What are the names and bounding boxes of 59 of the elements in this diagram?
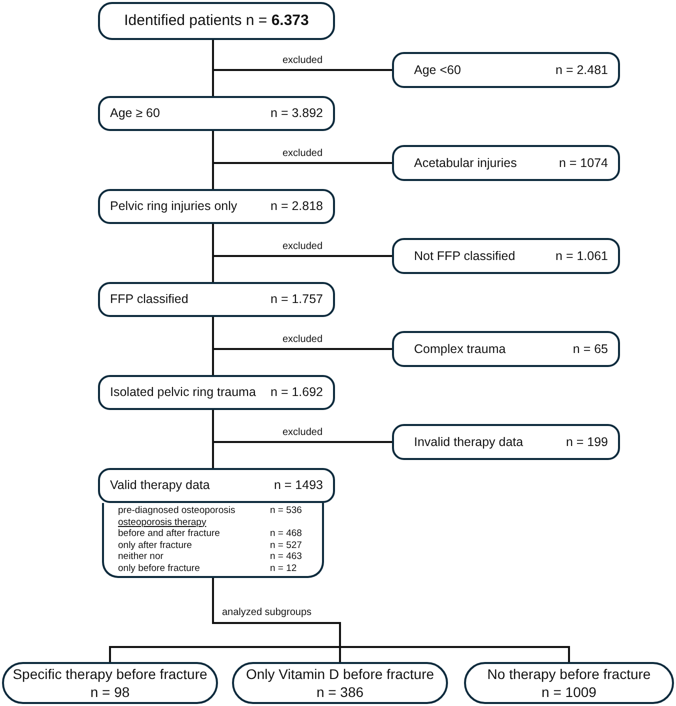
process-box [98,2,335,40]
process-box [98,96,335,131]
table-text: n = 463 [270,551,303,562]
process-box [392,238,620,274]
box-text: No therapy before fracture [487,665,651,683]
box-text: n = 1074 [558,154,608,172]
box-text: n = 2.818 [270,198,323,216]
box-text: Age <60 [413,62,461,79]
process-box [98,189,335,224]
edge-label: analyzed subgroups [221,607,313,619]
box-text: n = 1009 [542,683,596,701]
process-box [98,375,335,410]
box-text: FFP classified [110,291,188,308]
box-text: Isolated pelvic ring trauma [110,384,256,402]
box-text: n = 98 [90,683,130,701]
sub-box [102,503,324,578]
box-text: n = 3.892 [270,105,323,122]
box-text: Valid therapy data [110,477,210,494]
box-text: n = 1493 [274,477,323,494]
box-text: Specific therapy before fracture [12,665,208,683]
box-text: Invalid therapy data [413,434,524,451]
box-text: n = 2.481 [556,62,608,79]
table-text: neither nor [118,551,164,562]
process-box [392,52,620,88]
box-text: n = 386 [316,683,364,701]
connector-line [212,224,392,257]
table-text: pre-diagnosed osteoporosis [118,505,236,516]
box-text: n = 1.061 [556,248,608,265]
box-text: Only Vitamin D before fracture [246,665,434,683]
connector-line [212,410,392,443]
table-text: n = 527 [270,540,303,551]
process-box [464,662,674,704]
process-box [2,662,218,704]
box-text: Identified patients n = 6.373 [124,10,309,31]
table-text: n = 536 [270,505,303,516]
process-box [98,282,335,317]
process-box [98,468,335,503]
box-text: Acetabular injuries [413,154,517,172]
box-text: n = 1.692 [270,384,323,402]
process-box [392,145,620,181]
box-text: n = 1.757 [270,291,323,308]
box-text: Age ≥ 60 [110,105,160,122]
box-text: n = 199 [566,434,608,451]
connector-line [212,131,392,164]
box-text: Complex trauma [413,340,506,358]
table-text: before and after fracture [118,528,220,540]
table-text: only after fracture [118,540,192,551]
box-text: Not FFP classified [413,248,516,265]
connector-line [212,40,392,71]
table-text: n = 468 [270,528,303,540]
connector-line [212,317,392,350]
process-box [392,424,620,460]
box-text: Pelvic ring injuries only [110,198,238,216]
table-text: only before fracture [118,562,200,574]
process-box [392,331,620,367]
process-box [232,662,448,704]
table-text: osteoporosis therapy [118,516,206,528]
box-text: n = 65 [572,340,608,358]
table-text: n = 12 [270,562,298,574]
